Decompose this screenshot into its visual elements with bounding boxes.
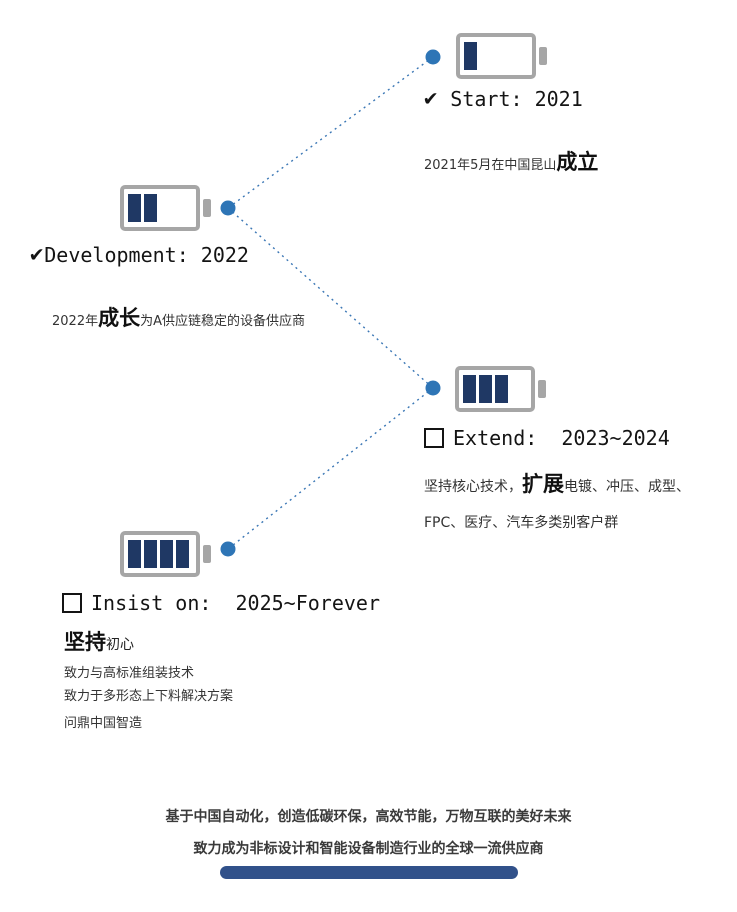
desc-text: 为A供应链稳定的设备供应商	[140, 314, 305, 329]
milestone-extend-title-text: Extend: 2023~2024	[453, 426, 670, 450]
milestone-start-title-text: Start: 2021	[438, 86, 583, 111]
body-line: 致力于多形态上下料解决方案	[64, 689, 234, 704]
desc-text: 2022年	[52, 314, 99, 329]
battery-body	[456, 33, 536, 79]
battery-nub	[203, 545, 211, 563]
battery-body	[455, 366, 535, 412]
battery-charge-bar	[176, 540, 189, 568]
timeline-dot	[425, 49, 441, 65]
desc-text: 电镀、冲压、成型、FPC、医疗、汽车多类别客户群	[424, 479, 690, 531]
check-icon: ✔	[424, 86, 438, 111]
milestone-start-title: ✔ Start: 2021	[424, 86, 583, 111]
checkbox-icon	[62, 593, 82, 613]
milestone-development-title: ✔Development: 2022	[30, 242, 249, 267]
desc-emphasis: 成长	[98, 306, 141, 330]
timeline-dot	[220, 541, 236, 557]
battery-charge-bar	[144, 194, 157, 222]
body-line: 问鼎中国智造	[64, 716, 143, 731]
desc-text: 坚持核心技术，	[424, 479, 522, 495]
battery-nub	[203, 199, 211, 217]
battery-1bar-icon	[456, 33, 547, 79]
footer-slogan-line1: 基于中国自动化，创造低碳环保，高效节能，万物互联的美好未来	[165, 809, 572, 825]
dotted-connector	[227, 387, 434, 550]
milestone-extend-title: Extend: 2023~2024	[424, 426, 670, 450]
battery-4bar-icon	[120, 531, 211, 577]
desc-emphasis: 扩展	[522, 472, 564, 496]
check-icon: ✔	[30, 242, 44, 267]
dotted-connector	[227, 56, 434, 209]
battery-charge-bar	[128, 194, 141, 222]
battery-charge-bar	[144, 540, 157, 568]
battery-body	[120, 531, 200, 577]
dotted-connector	[227, 207, 434, 389]
subtitle-emphasis: 坚持	[64, 630, 106, 654]
battery-charge-bar	[495, 375, 508, 403]
battery-3bar-icon	[455, 366, 546, 412]
footer-slogan-line2: 致力成为非标设计和智能设备制造行业的全球一流供应商	[193, 841, 544, 857]
battery-charge-bar	[160, 540, 173, 568]
milestone-insist-subtitle: 坚持初心	[64, 626, 134, 656]
milestone-development-desc: 2022年成长为A供应链稳定的设备供应商	[52, 302, 305, 332]
desc-text: 2021年5月在中国昆山	[424, 158, 557, 173]
milestone-start-desc: 2021年5月在中国昆山成立	[424, 146, 598, 176]
battery-charge-bar	[464, 42, 477, 70]
footer-accent-bar	[219, 866, 518, 879]
battery-nub	[538, 380, 546, 398]
battery-charge-bar	[479, 375, 492, 403]
milestone-extend-desc: 坚持核心技术，扩展电镀、冲压、成型、FPC、医疗、汽车多类别客户群	[424, 466, 724, 541]
battery-charge-bar	[128, 540, 141, 568]
battery-nub	[539, 47, 547, 65]
battery-2bar-icon	[120, 185, 211, 231]
subtitle-text: 初心	[106, 637, 134, 653]
milestone-insist-title-text: Insist on: 2025~Forever	[91, 591, 380, 615]
battery-charge-bar	[463, 375, 476, 403]
milestone-insist-title: Insist on: 2025~Forever	[62, 591, 380, 615]
timeline-dot	[425, 380, 441, 396]
body-line: 致力与高标准组装技术	[64, 666, 195, 681]
battery-body	[120, 185, 200, 231]
checkbox-icon	[424, 428, 444, 448]
milestone-development-title-text: Development: 2022	[44, 242, 249, 267]
desc-emphasis: 成立	[556, 150, 599, 174]
timeline-dot	[220, 200, 236, 216]
milestone-insist-body: 致力与高标准组装技术 致力于多形态上下料解决方案 问鼎中国智造	[64, 662, 233, 735]
